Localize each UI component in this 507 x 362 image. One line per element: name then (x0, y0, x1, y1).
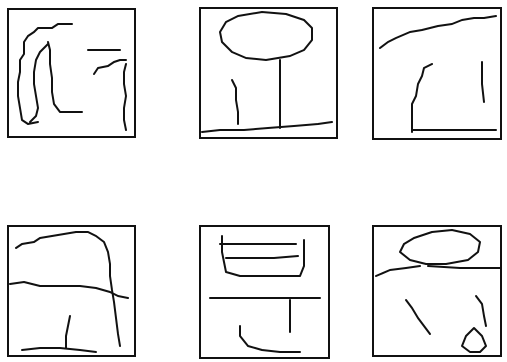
panel-4-edge (66, 316, 70, 348)
panel-6-edges (376, 230, 500, 352)
panel-6-edge (428, 266, 500, 268)
panel-5-frame (200, 226, 329, 358)
panel-3-edge (482, 62, 484, 102)
panel-2-frame (200, 8, 337, 138)
panel-4-edge (22, 348, 96, 352)
panel-1 (8, 9, 135, 137)
panel-6 (373, 226, 501, 356)
panel-2-edge (202, 122, 332, 132)
panel-6-edge (476, 296, 486, 326)
panel-6-edge (400, 230, 480, 264)
panel-5 (200, 226, 329, 358)
panel-4-edges (10, 232, 128, 352)
panel-1-edge (30, 44, 48, 122)
panel-5-edge (226, 256, 298, 258)
panel-6-edge (406, 300, 430, 334)
panel-2-edges (202, 12, 332, 132)
panel-1-edge (124, 64, 126, 130)
panel-2-edge (220, 12, 312, 60)
panel-1-frame (8, 9, 135, 137)
panel-2 (200, 8, 337, 138)
panel-1-edge (18, 24, 72, 124)
panel-3-edge (412, 64, 432, 132)
panel-6-edge (376, 266, 420, 276)
panel-6-edge (462, 328, 486, 352)
panel-2-edge (232, 80, 238, 124)
panel-5-edges (210, 236, 320, 352)
panel-3-edges (380, 16, 496, 132)
panel-1-edges (18, 24, 126, 130)
panel-3-edge (380, 16, 496, 48)
panel-4-frame (8, 226, 135, 356)
panel-3 (373, 8, 501, 139)
panel-1-edge (94, 60, 126, 74)
panel-4 (8, 226, 135, 356)
panel-1-edge (48, 42, 82, 112)
